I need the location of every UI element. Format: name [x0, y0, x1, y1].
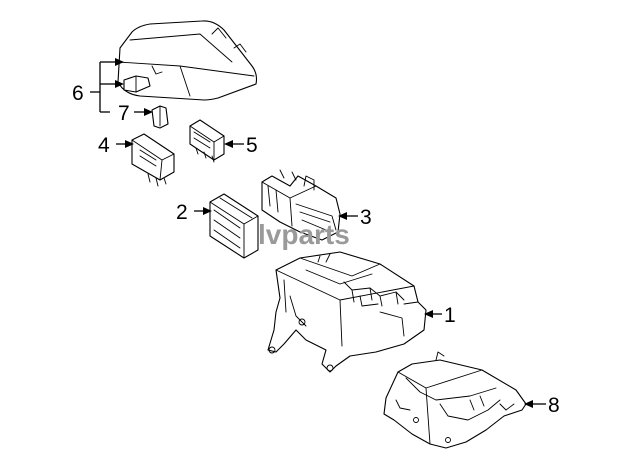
lower-tray-part-8	[383, 351, 527, 449]
connector-block-part-2	[209, 193, 259, 259]
leader-lines	[90, 58, 546, 408]
housing-part-1	[267, 251, 427, 373]
callout-8: 8	[548, 394, 560, 417]
clip-part-7	[151, 105, 169, 129]
callout-3: 3	[360, 206, 372, 229]
callout-numbers: 6 7 4 5 2 3 1 8	[72, 82, 560, 417]
callout-1: 1	[444, 304, 456, 327]
relay-block-part-4	[131, 133, 175, 187]
callout-2: 2	[176, 201, 188, 224]
callout-6: 6	[72, 82, 84, 105]
cover-part-6	[117, 20, 258, 101]
bracket-part-6b	[123, 75, 151, 93]
callout-5: 5	[246, 134, 258, 157]
callout-7: 7	[118, 102, 130, 125]
callout-4: 4	[98, 134, 110, 157]
watermark: lvparts	[258, 219, 350, 250]
fuse-strip-part-5	[189, 119, 225, 163]
junction-block-part-3	[261, 169, 341, 241]
watermark-text: lvparts	[258, 219, 350, 250]
